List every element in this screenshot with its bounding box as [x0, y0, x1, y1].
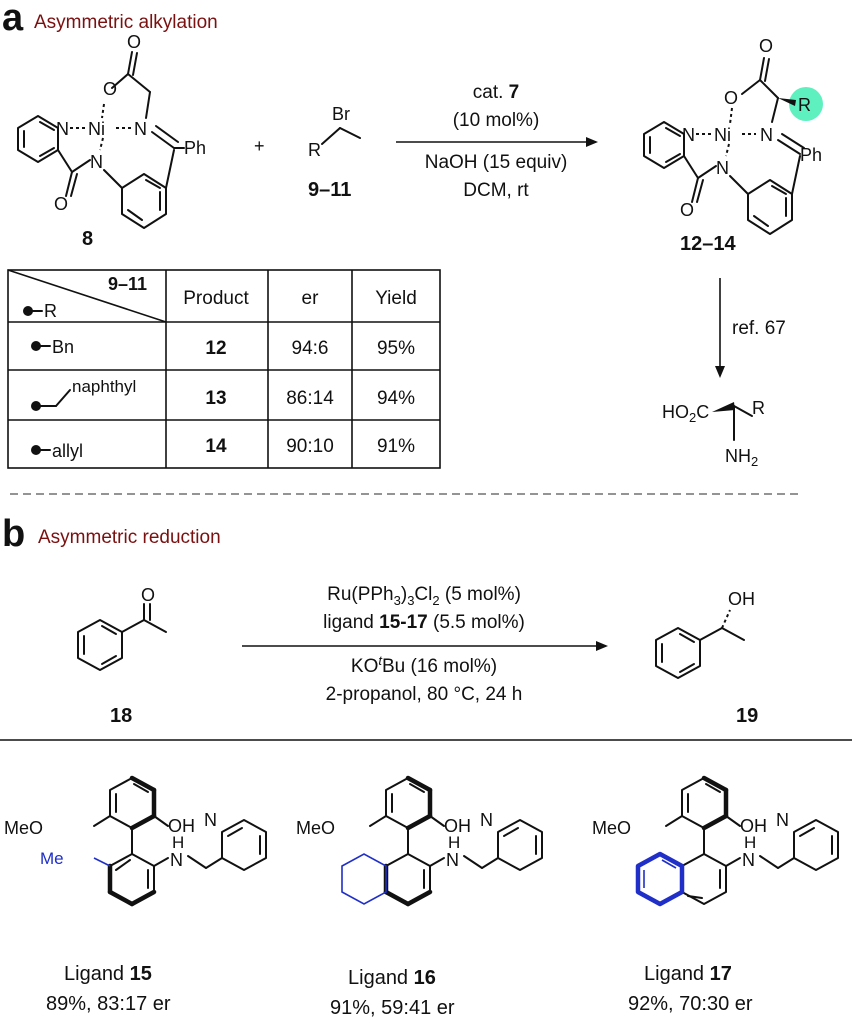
table-corner-bottom: R [44, 301, 57, 321]
amine-group: NH2 [725, 446, 758, 469]
table-row-3-product: 14 [205, 436, 227, 457]
acetophenone-18: O [77, 585, 167, 671]
ligand-17-label: Ligand 17 [644, 963, 732, 985]
ketone-o-atom: O [141, 585, 155, 605]
product-imine-n-atom: N [760, 125, 773, 145]
r-group-highlight [789, 87, 823, 121]
table-row-3-er: 90:10 [286, 436, 334, 457]
condition-solvent-temp: 2-propanol, 80 °C, 24 h [326, 684, 523, 705]
ligand-15-methoxy: MeO [4, 818, 43, 838]
complex-8-imine-n-atom: N [134, 119, 147, 139]
reaction-arrow-b-head [596, 641, 608, 651]
table-row-3-r: allyl [52, 441, 83, 461]
table-header-er: er [302, 288, 320, 309]
section-b-letter: b [2, 513, 25, 555]
table-row-1-r: Bn [52, 337, 74, 357]
complex-8-ph-group: Ph [184, 138, 206, 158]
ligand-16-structure: MeO OH H N N [296, 775, 543, 907]
complex-8-carbonyl-o-atom: O [127, 32, 141, 52]
condition-catalyst: cat. 7 [473, 82, 519, 103]
table-row-2-yield: 94% [377, 388, 415, 409]
ligand-17-methoxy: MeO [592, 818, 631, 838]
ligand-15-nh-h: H [172, 833, 184, 852]
carboxyl-group: HO2C [662, 402, 709, 425]
table-row-1-yield: 95% [377, 338, 415, 359]
amino-acid-product: HO2C R NH2 [662, 398, 765, 469]
table-header-yield: Yield [375, 288, 417, 309]
product-ph-group: Ph [800, 145, 822, 165]
ligand-16-pyridine-n: N [480, 810, 493, 830]
table-row-1-er: 94:6 [292, 338, 329, 359]
table-row-2-product: 13 [205, 388, 226, 409]
product-pyridine-n-atom: N [682, 125, 695, 145]
product-ni-atom: Ni [714, 125, 731, 145]
table-header-product: Product [183, 288, 249, 309]
ligand-15-nh-n: N [170, 850, 183, 870]
ligand-15-hydroxyl: OH [168, 816, 195, 836]
reference-note: ref. 67 [732, 318, 786, 339]
condition-ligand: ligand 15-17 (5.5 mol%) [323, 612, 525, 633]
ligand-15-pyridine-n: N [204, 810, 217, 830]
ligand-16-hydroxyl: OH [444, 816, 471, 836]
substrate-table: 9–11 R Product er Yield Bn 12 94:6 95% n… [7, 269, 441, 469]
ligand-17-structure: MeO OH H N N [592, 775, 839, 907]
product-r-group: R [798, 95, 811, 115]
ligand-17-result: 92%, 70:30 er [628, 993, 753, 1015]
product-amide-o-atom: O [680, 200, 694, 220]
product-amide-n-atom: N [716, 158, 729, 178]
plus-sign: + [254, 136, 265, 156]
ligand-16-result: 91%, 59:41 er [330, 997, 455, 1019]
product-complex-12-14: O O N Ni N N O Ph R [643, 36, 823, 235]
ligand-15-structure: Me MeO OH H N N [4, 775, 267, 907]
reactant-8-label: 8 [82, 228, 93, 250]
table-row-2-er: 86:14 [286, 388, 334, 409]
alcohol-19: OH [655, 589, 755, 679]
product-label: 12–14 [680, 233, 736, 255]
ligand-16-label: Ligand 16 [348, 967, 436, 989]
table-row-1-product: 12 [205, 338, 226, 359]
ligand-16-nh-n: N [446, 850, 459, 870]
ligand-15-result: 89%, 83:17 er [46, 993, 171, 1015]
hydroxyl-group: OH [728, 589, 755, 609]
table-corner-top: 9–11 [108, 274, 147, 294]
condition-base: NaOH (15 equiv) [425, 152, 568, 173]
table-row-2-r: naphthyl [72, 377, 136, 396]
ni-complex-8: O O N Ni N N O Ph [17, 32, 206, 229]
complex-8-amide-o-atom: O [54, 194, 68, 214]
reaction-arrow-a-head [586, 137, 598, 147]
ligand-15-methyl-group: Me [40, 849, 64, 868]
complex-8-pyridine-n-atom: N [56, 119, 69, 139]
section-b-title: Asymmetric reduction [38, 527, 221, 548]
bromide-r-group: R [308, 140, 321, 160]
ligand-15-label: Ligand 15 [64, 963, 152, 985]
condition-ru-catalyst: Ru(PPh3)3Cl2 (5 mol%) [327, 584, 521, 608]
ligand-17-pyridine-n: N [776, 810, 789, 830]
product-carbonyl-o-atom: O [759, 36, 773, 56]
deprotection-arrow-head [715, 366, 725, 378]
ligand-17-nh-h: H [744, 833, 756, 852]
amino-acid-r-group: R [752, 398, 765, 418]
substrate-18-label: 18 [110, 705, 132, 727]
ligand-17-hydroxyl: OH [740, 816, 767, 836]
alkyl-bromide: R Br [308, 104, 361, 160]
condition-loading: (10 mol%) [453, 110, 540, 131]
condition-base-kotbu: KOtBu (16 mol%) [351, 653, 497, 677]
bromide-br-atom: Br [332, 104, 350, 124]
bromide-label: 9–11 [308, 179, 351, 201]
table-row-3-yield: 91% [377, 436, 415, 457]
ligand-16-methoxy: MeO [296, 818, 335, 838]
complex-8-amide-n-atom: N [90, 152, 103, 172]
ligand-16-nh-h: H [448, 833, 460, 852]
complex-8-ni-atom: Ni [88, 119, 105, 139]
complex-8-o-atom: O [103, 79, 117, 99]
section-a-letter: a [2, 0, 24, 39]
product-19-label: 19 [736, 705, 758, 727]
product-o-atom: O [724, 88, 738, 108]
condition-solvent: DCM, rt [463, 180, 529, 201]
ligand-17-nh-n: N [742, 850, 755, 870]
section-a-title: Asymmetric alkylation [34, 12, 218, 33]
